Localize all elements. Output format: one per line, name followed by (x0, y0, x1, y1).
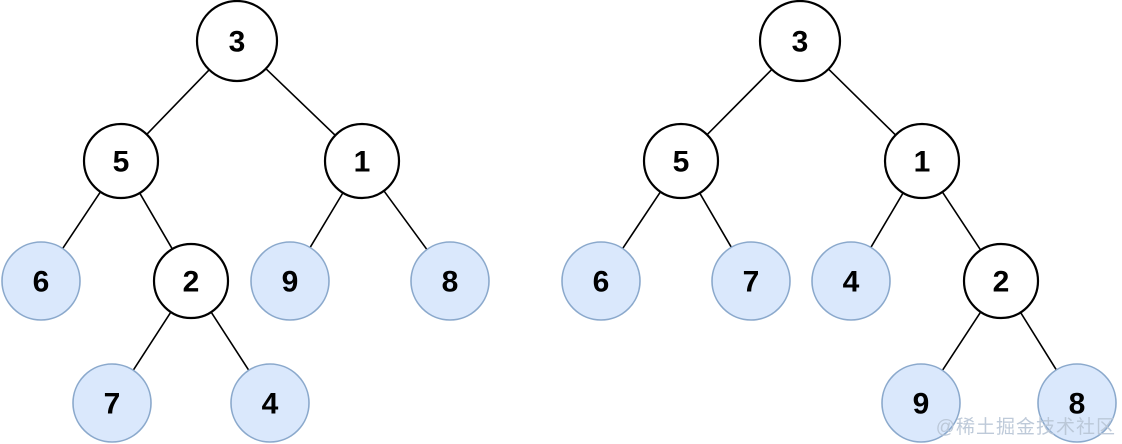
internal-node-circle[interactable] (195, 0, 279, 83)
node-value-label: 5 (673, 146, 690, 179)
node-value-label: 1 (354, 146, 371, 179)
tree-edge (210, 311, 250, 372)
node-value-label: 8 (442, 266, 459, 299)
internal-node-circle[interactable] (642, 122, 720, 200)
leaf-node-circle[interactable] (250, 241, 330, 321)
tree-node[interactable]: 2 (962, 242, 1040, 320)
tree-edge (706, 68, 773, 136)
node-value-label: 5 (113, 146, 130, 179)
internal-node-circle[interactable] (758, 0, 842, 83)
tree-node[interactable]: 8 (1037, 363, 1117, 443)
tree-node[interactable]: 3 (195, 0, 279, 83)
tree-edge (1019, 311, 1058, 371)
binary-tree-right-edges (621, 68, 1058, 372)
tree-edge (941, 311, 982, 372)
tree-node[interactable]: 6 (561, 241, 641, 321)
leaf-node-circle[interactable] (72, 363, 152, 443)
node-value-label: 4 (262, 388, 279, 421)
binary-tree-left-nodes: 3 5 1 6 2 9 8 7 4 (1, 0, 490, 443)
tree-node[interactable]: 5 (642, 122, 720, 200)
leaf-node-circle[interactable] (561, 241, 641, 321)
tree-node[interactable]: 4 (811, 241, 891, 321)
tree-edge (309, 191, 344, 249)
leaf-node-circle[interactable] (1037, 363, 1117, 443)
node-value-label: 4 (843, 266, 860, 299)
tree-edge (941, 191, 982, 251)
tree-edge (265, 67, 337, 137)
leaf-node-circle[interactable] (230, 363, 310, 443)
tree-node[interactable]: 8 (410, 241, 490, 321)
tree-node[interactable]: 1 (323, 122, 401, 200)
node-value-label: 7 (743, 266, 760, 299)
internal-node-circle[interactable] (152, 242, 230, 320)
tree-edge (698, 192, 733, 249)
binary-tree-left-edges (61, 67, 428, 372)
leaf-node-circle[interactable] (711, 241, 791, 321)
node-value-label: 1 (914, 146, 931, 179)
tree-edge (383, 190, 428, 251)
tree-node[interactable]: 7 (72, 363, 152, 443)
node-value-label: 3 (229, 26, 246, 59)
node-value-label: 3 (792, 26, 809, 59)
leaf-node-circle[interactable] (410, 241, 490, 321)
internal-node-circle[interactable] (883, 122, 961, 200)
tree-node[interactable]: 9 (250, 241, 330, 321)
node-value-label: 6 (593, 266, 610, 299)
tree-edge (145, 68, 210, 136)
tree-edge (621, 190, 662, 250)
tree-node[interactable]: 1 (883, 122, 961, 200)
node-value-label: 2 (993, 266, 1010, 299)
tree-edge (870, 192, 904, 249)
tree-node[interactable]: 6 (1, 241, 81, 321)
tree-edge (61, 190, 102, 250)
internal-node-circle[interactable] (82, 122, 160, 200)
tree-edge (138, 192, 174, 250)
node-value-label: 9 (913, 388, 930, 421)
internal-node-circle[interactable] (323, 122, 401, 200)
binary-tree-right-nodes: 3 5 1 6 7 4 2 9 8 (561, 0, 1117, 443)
internal-node-circle[interactable] (962, 242, 1040, 320)
tree-edge (827, 68, 897, 136)
leaf-node-circle[interactable] (881, 363, 961, 443)
leaf-node-circle[interactable] (811, 241, 891, 321)
node-value-label: 6 (33, 266, 50, 299)
node-value-label: 7 (104, 388, 121, 421)
tree-node[interactable]: 7 (711, 241, 791, 321)
edges-layer (61, 67, 1058, 372)
tree-node[interactable]: 2 (152, 242, 230, 320)
tree-node[interactable]: 4 (230, 363, 310, 443)
node-value-label: 8 (1069, 388, 1086, 421)
tree-node[interactable]: 9 (881, 363, 961, 443)
node-value-label: 9 (282, 266, 299, 299)
leaf-node-circle[interactable] (1, 241, 81, 321)
node-value-label: 2 (183, 266, 200, 299)
tree-node[interactable]: 3 (758, 0, 842, 83)
tree-node[interactable]: 5 (82, 122, 160, 200)
tree-edge (132, 311, 172, 372)
